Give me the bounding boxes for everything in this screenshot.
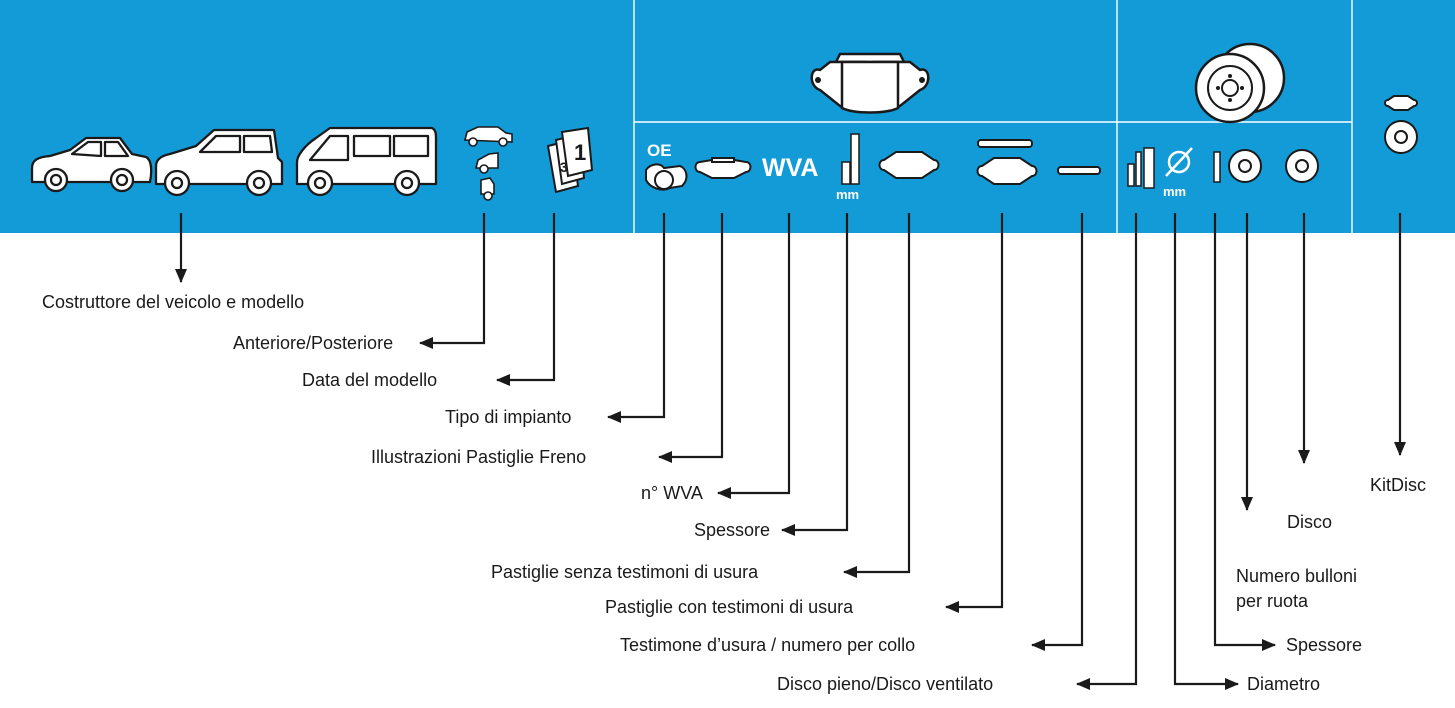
label-illustrazioni: Illustrazioni Pastiglie Freno xyxy=(371,447,587,467)
disc-icon xyxy=(1285,149,1319,183)
kitdisc-icon xyxy=(1384,95,1418,154)
svg-text:3: 3 xyxy=(560,159,568,175)
oe-caliper-icon xyxy=(645,163,688,191)
pad-with-wear-icon xyxy=(976,139,1038,185)
label-costruttore: Costruttore del veicolo e modello xyxy=(42,292,305,312)
thickness-mm-text: mm xyxy=(836,187,859,202)
label-spessore-pad: Spessore xyxy=(694,520,771,540)
label-senza: Pastiglie senza testimoni di usura xyxy=(491,562,759,582)
label-bulloni-line2: per ruota xyxy=(1236,591,1309,611)
diameter-mm-text: mm xyxy=(1163,184,1186,199)
solid-vented-disc-icon xyxy=(1127,147,1155,189)
van-icon xyxy=(295,126,438,197)
diameter-icon xyxy=(1165,147,1193,177)
label-con: Pastiglie con testimoni di usura xyxy=(605,597,854,617)
label-kitdisc: KitDisc xyxy=(1370,475,1427,495)
connector-illustrazioni xyxy=(658,213,724,463)
label-disco: Disco xyxy=(1287,512,1333,532)
svg-text:1: 1 xyxy=(574,140,586,165)
disc-thickness-icon xyxy=(1213,151,1221,183)
bolt-count-disc-icon xyxy=(1228,149,1262,183)
connector-diametro xyxy=(1173,213,1239,690)
connector-lines xyxy=(175,213,1406,690)
label-diametro: Diametro xyxy=(1247,674,1321,694)
label-wva: n° WVA xyxy=(641,483,703,503)
label-tipo: Tipo di impianto xyxy=(445,407,572,427)
label-bulloni-line1: Numero bulloni xyxy=(1236,566,1358,586)
connector-tipo xyxy=(607,213,666,423)
connector-testimone xyxy=(1031,213,1084,651)
brake-pad-icon xyxy=(694,157,752,179)
brake-pads-header-icon xyxy=(810,52,930,114)
label-testimone: Testimone d’usura / numero per collo xyxy=(620,635,916,655)
connector-anteriore xyxy=(419,213,486,349)
connector-disco-pieno xyxy=(1076,213,1138,690)
label-data: Data del modello xyxy=(302,370,438,390)
connector-wva xyxy=(717,213,791,499)
connector-data xyxy=(496,213,556,386)
car-sedan-icon xyxy=(30,136,153,193)
connector-con xyxy=(945,213,1004,613)
connector-spessore-disc xyxy=(1213,213,1276,651)
wva-text: WVA xyxy=(762,154,818,182)
oe-text: OE xyxy=(647,141,672,160)
car-suv-icon xyxy=(154,128,284,197)
thickness-icon xyxy=(841,133,860,185)
pad-no-wear-icon xyxy=(878,151,940,179)
label-disco-pieno: Disco pieno/Disco ventilato xyxy=(777,674,994,694)
label-spessore-disc: Spessore xyxy=(1286,635,1363,655)
label-anteriore: Anteriore/Posteriore xyxy=(233,333,394,353)
calendar-icon: 1 3 xyxy=(546,126,594,194)
connector-spessore-pad xyxy=(781,213,849,536)
connector-senza xyxy=(843,213,911,578)
brake-discs-header-icon xyxy=(1194,42,1286,124)
wear-indicator-icon xyxy=(1057,166,1101,175)
front-rear-icon xyxy=(463,126,513,201)
